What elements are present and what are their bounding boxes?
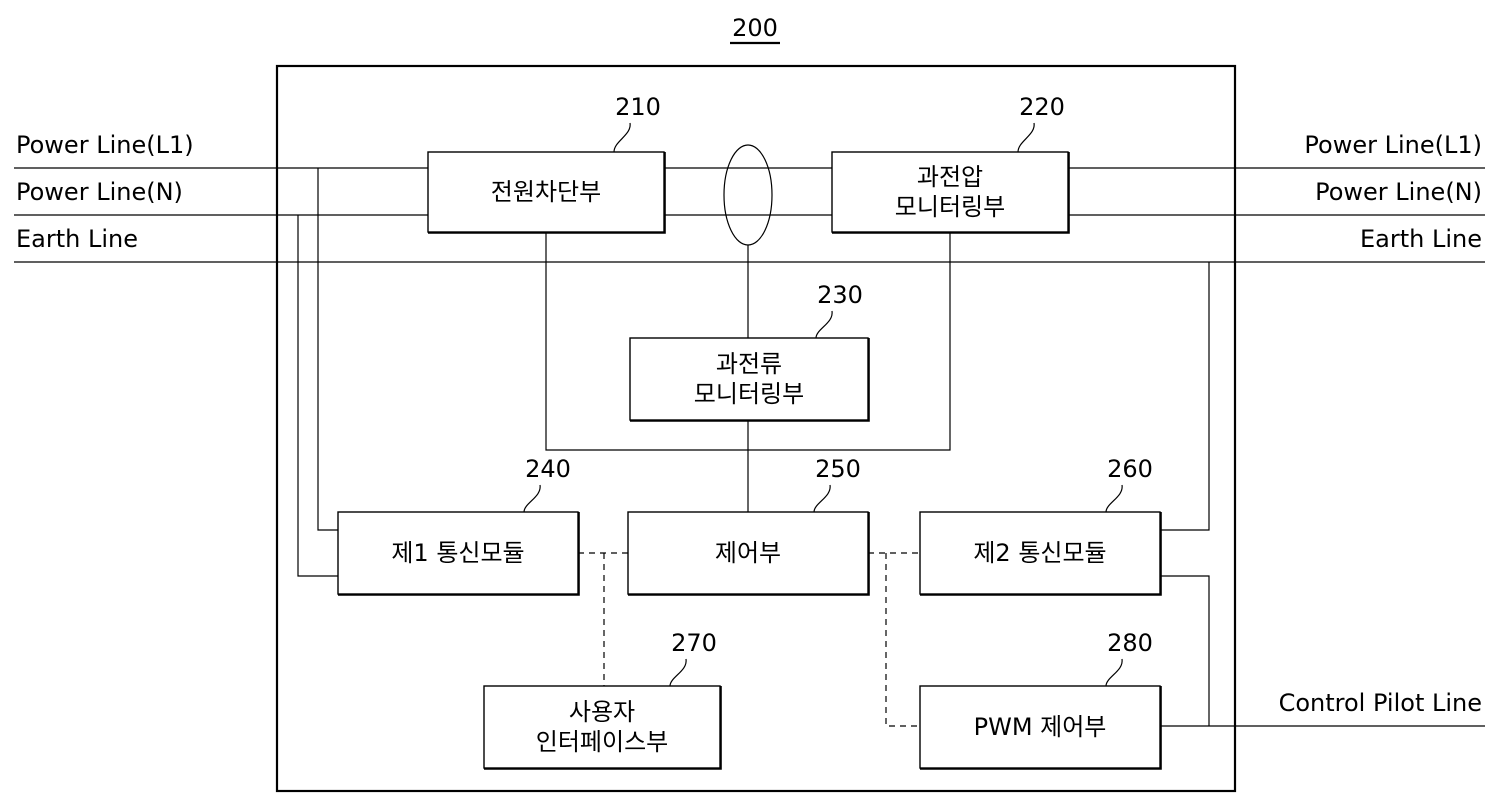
left-label-n: Power Line(N) [16, 178, 183, 206]
block-260-reference: 260 [1107, 455, 1153, 483]
block-230: 과전류모니터링부 230 [630, 281, 869, 421]
block-230-label: 모니터링부 [694, 380, 804, 408]
block-240-leader-line [524, 485, 540, 512]
power-lines [14, 168, 1485, 262]
block-210-leader-line [614, 123, 630, 152]
current-sensor-icon [724, 145, 772, 245]
figure-reference: 200 [732, 14, 778, 42]
block-270-label: 사용자 [569, 698, 635, 726]
block-270-leader-line [670, 659, 686, 686]
block-220: 과전압모니터링부 220 [832, 93, 1069, 233]
control-pilot-label: Control Pilot Line [1279, 689, 1482, 717]
right-label-n: Power Line(N) [1315, 178, 1482, 206]
block-220-label: 과전압 [917, 163, 983, 191]
block-260-leader-line [1106, 485, 1122, 512]
block-240-reference: 240 [525, 455, 571, 483]
left-label-l1: Power Line(L1) [16, 131, 194, 159]
block-270-reference: 270 [671, 629, 717, 657]
block-280: PWM 제어부 280 [920, 629, 1161, 769]
block-230-label: 과전류 [716, 350, 782, 378]
block-270: 사용자인터페이스부 270 [484, 629, 721, 769]
block-220-leader-line [1018, 123, 1034, 152]
block-260-label: 제2 통신모듈 [973, 539, 1106, 567]
block-240: 제1 통신모듈 240 [338, 455, 579, 595]
block-240-label: 제1 통신모듈 [391, 539, 524, 567]
block-260: 제2 통신모듈 260 [920, 455, 1161, 595]
blocks-group: 전원차단부210과전압모니터링부220과전류모니터링부230제1 통신모듈240… [338, 93, 1161, 769]
right-label-l1: Power Line(L1) [1304, 131, 1482, 159]
wire-earth-to-260 [1160, 262, 1209, 530]
left-label-earth: Earth Line [16, 225, 138, 253]
device-enclosure [277, 66, 1235, 791]
right-label-earth: Earth Line [1360, 225, 1482, 253]
block-210: 전원차단부 210 [428, 93, 665, 233]
block-230-reference: 230 [817, 281, 863, 309]
block-250-label: 제어부 [715, 539, 781, 567]
block-280-leader-line [1106, 659, 1122, 686]
wire-l1-to-240 [318, 168, 338, 530]
block-270-label: 인터페이스부 [536, 728, 668, 756]
block-230-leader-line [816, 311, 832, 338]
block-250-reference: 250 [815, 455, 861, 483]
block-210-label: 전원차단부 [491, 178, 601, 206]
block-220-reference: 220 [1019, 93, 1065, 121]
wire-260-to-cp [1160, 576, 1209, 726]
block-280-reference: 280 [1107, 629, 1153, 657]
block-250-leader-line [814, 485, 830, 512]
block-210-reference: 210 [615, 93, 661, 121]
block-220-label: 모니터링부 [895, 193, 1005, 221]
link-to-280 [886, 553, 920, 726]
block-280-label: PWM 제어부 [974, 713, 1107, 741]
